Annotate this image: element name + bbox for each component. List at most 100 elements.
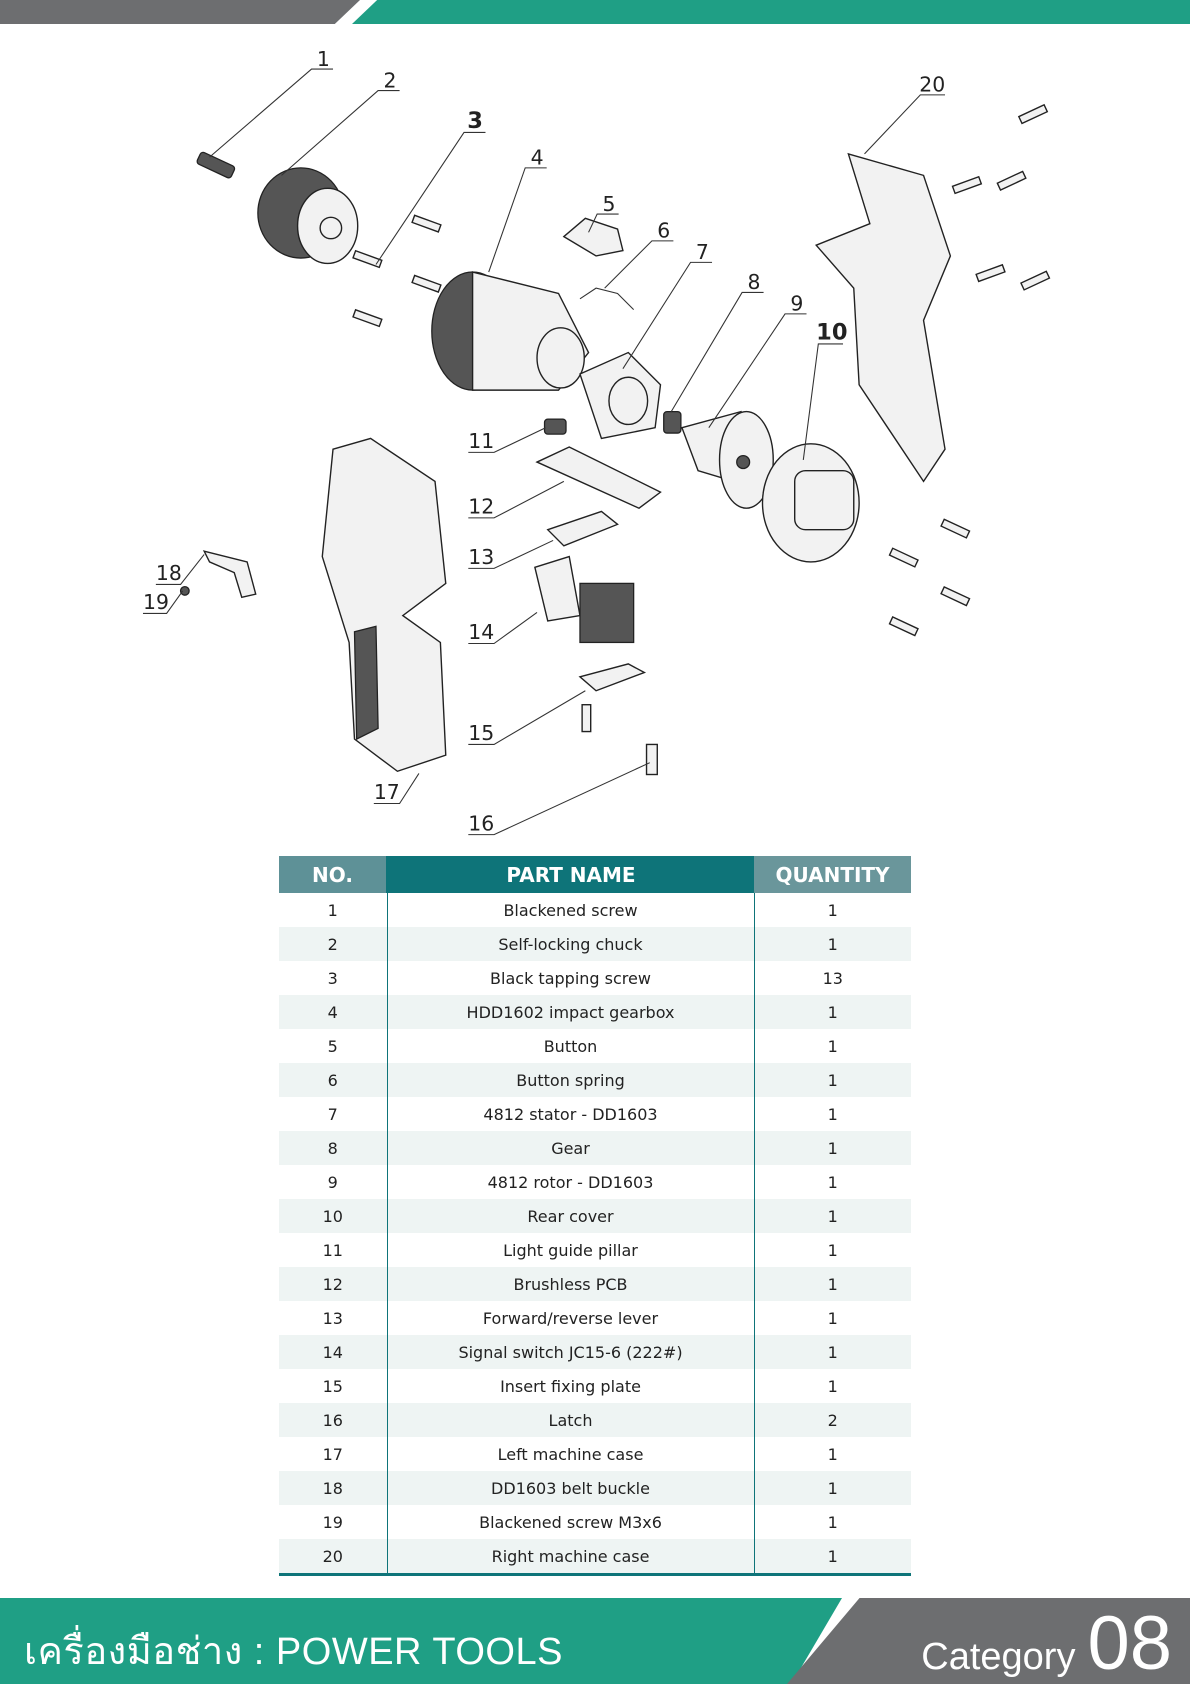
table-header-row: NO. PART NAME QUANTITY bbox=[279, 856, 911, 893]
cell-part-name: Blackened screw bbox=[386, 893, 755, 927]
cell-part-name: Latch bbox=[386, 1403, 755, 1437]
cell-quantity: 1 bbox=[754, 1199, 911, 1233]
cell-part-name: 4812 rotor - DD1603 bbox=[386, 1165, 755, 1199]
callout-10: 10 bbox=[816, 320, 847, 346]
part-15-fixing-plate bbox=[578, 663, 647, 733]
cell-quantity: 1 bbox=[754, 1131, 911, 1165]
part-1-screw bbox=[196, 151, 236, 179]
callouts: 1 2 3 4 5 6 7 8 9 10 11 12 13 14 15 16 1… bbox=[143, 47, 945, 835]
header-part-name: PART NAME bbox=[386, 856, 754, 893]
cell-quantity: 1 bbox=[827, 1376, 838, 1396]
callout-3: 3 bbox=[467, 108, 483, 134]
callout-2: 2 bbox=[383, 68, 396, 92]
part-8-gear bbox=[663, 410, 682, 434]
cell-no: 19 bbox=[322, 1512, 343, 1532]
cell-quantity: 1 bbox=[827, 1240, 838, 1260]
category-number: 08 bbox=[1087, 1601, 1172, 1686]
cell-no: 18 bbox=[279, 1471, 387, 1505]
part-6-spring bbox=[579, 287, 635, 310]
callout-17: 17 bbox=[374, 780, 400, 804]
cell-no: 5 bbox=[327, 1036, 338, 1056]
part-7-stator bbox=[579, 351, 662, 440]
cell-quantity: 1 bbox=[754, 995, 911, 1029]
category-label: Category bbox=[921, 1636, 1076, 1678]
callout-1: 1 bbox=[317, 47, 330, 71]
part-11-light-guide bbox=[543, 418, 567, 435]
cell-part-name: Right machine case bbox=[386, 1539, 755, 1576]
cell-part-name: Gear bbox=[386, 1131, 755, 1165]
cell-quantity: 1 bbox=[827, 1172, 838, 1192]
cell-part-name: Self-locking chuck bbox=[386, 927, 755, 961]
callout-20: 20 bbox=[919, 73, 945, 97]
footer-gray-band bbox=[787, 1598, 1190, 1684]
parts-table: NO. PART NAME QUANTITY 1 Blackened screw 1… bbox=[279, 856, 911, 1576]
cell-quantity: 1 bbox=[754, 1335, 911, 1369]
cell-part-name: Brushless PCB bbox=[386, 1267, 755, 1301]
part-18-belt-buckle bbox=[202, 550, 257, 599]
cell-no: 11 bbox=[322, 1240, 343, 1260]
cell-no: 8 bbox=[279, 1131, 387, 1165]
cell-no: 17 bbox=[322, 1444, 343, 1464]
cell-part-name: Left machine case bbox=[386, 1437, 755, 1471]
cell-no: 2 bbox=[279, 927, 387, 961]
cell-part-name: Black tapping screw bbox=[386, 961, 755, 995]
part-19-screw bbox=[179, 585, 190, 596]
cell-part-name: Light guide pillar bbox=[386, 1233, 755, 1267]
header-green-band bbox=[352, 0, 1190, 24]
part-3-screws bbox=[352, 103, 1051, 637]
cell-quantity: 2 bbox=[754, 1403, 911, 1437]
part-13-lever bbox=[546, 510, 619, 547]
part-2-chuck bbox=[257, 167, 359, 265]
callout-19: 19 bbox=[143, 590, 169, 614]
header-no: NO. bbox=[279, 856, 387, 893]
cell-no: 6 bbox=[279, 1063, 387, 1097]
cell-part-name: Insert fixing plate bbox=[386, 1369, 755, 1403]
part-16-latch bbox=[645, 743, 658, 776]
part-10-rear-cover bbox=[761, 443, 860, 563]
cell-part-name: Button spring bbox=[386, 1063, 755, 1097]
cell-quantity: 1 bbox=[754, 1063, 911, 1097]
part-14-switch bbox=[534, 555, 635, 644]
cell-quantity: 1 bbox=[827, 1308, 838, 1328]
table-row: 17 Left machine case 1 bbox=[279, 1437, 911, 1471]
cell-no: 7 bbox=[327, 1104, 338, 1124]
callout-8: 8 bbox=[747, 270, 760, 294]
cell-no: 9 bbox=[327, 1172, 338, 1192]
cell-quantity: 1 bbox=[827, 1512, 838, 1532]
table-row: 11 Light guide pillar 1 bbox=[279, 1233, 911, 1267]
callout-4: 4 bbox=[531, 146, 544, 170]
table-row: 9 4812 rotor - DD1603 1 bbox=[279, 1165, 911, 1199]
cell-part-name: Rear cover bbox=[386, 1199, 755, 1233]
cell-no: 13 bbox=[322, 1308, 343, 1328]
callout-16: 16 bbox=[468, 811, 494, 835]
cell-part-name: Forward/reverse lever bbox=[386, 1301, 755, 1335]
part-4-gearbox bbox=[431, 271, 590, 391]
cell-part-name: Button bbox=[386, 1029, 755, 1063]
cell-quantity: 1 bbox=[754, 1471, 911, 1505]
callout-7: 7 bbox=[696, 240, 709, 264]
cell-quantity: 13 bbox=[822, 968, 843, 988]
cell-quantity: 1 bbox=[827, 900, 838, 920]
cell-quantity: 1 bbox=[754, 1267, 911, 1301]
cell-part-name: Signal switch JC15-6 (222#) bbox=[386, 1335, 755, 1369]
part-12-pcb bbox=[535, 446, 662, 510]
callout-12: 12 bbox=[468, 495, 494, 519]
category-badge: Category 08 bbox=[921, 1600, 1172, 1687]
part-17-left-case bbox=[321, 437, 447, 773]
cell-no: 12 bbox=[279, 1267, 387, 1301]
cell-no: 16 bbox=[279, 1403, 387, 1437]
cell-quantity: 1 bbox=[827, 1444, 838, 1464]
